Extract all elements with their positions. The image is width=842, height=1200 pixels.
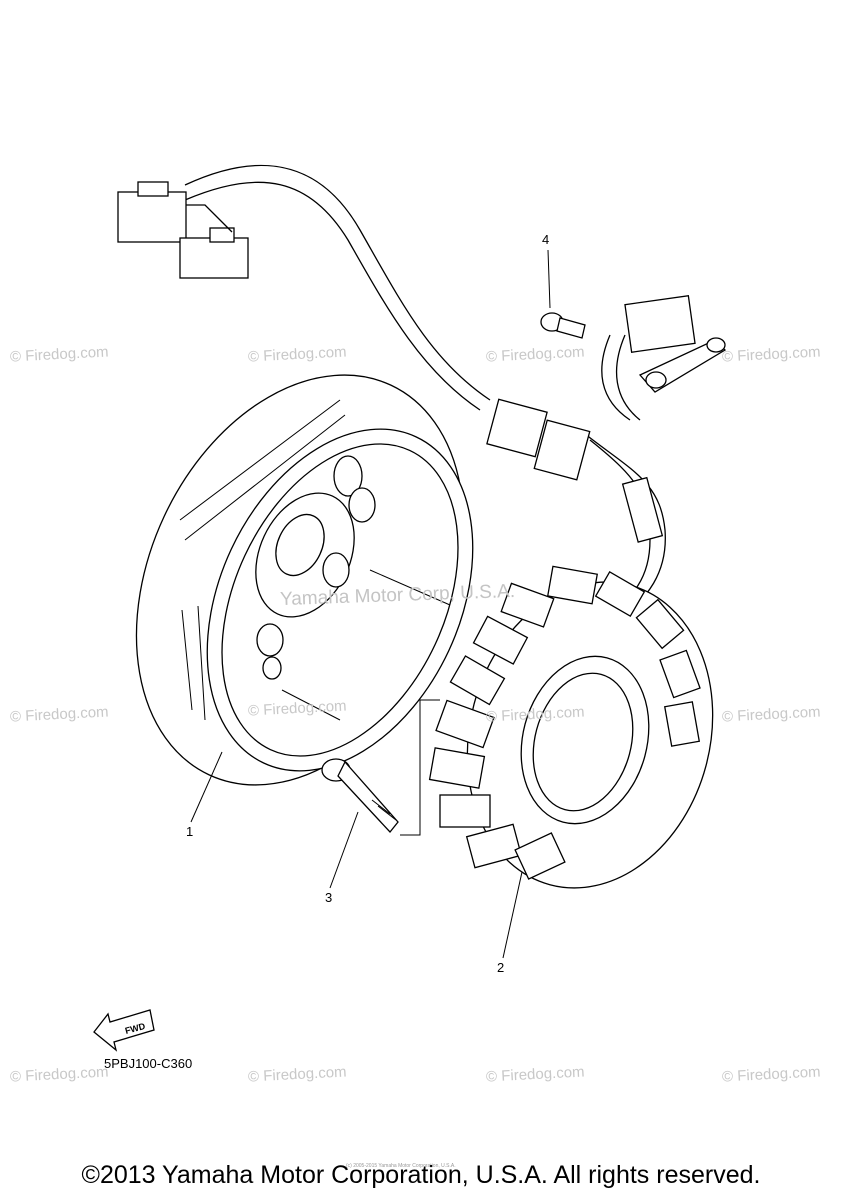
copyright-notice: ©2013 Yamaha Motor Corporation, U.S.A. A…	[81, 1161, 761, 1189]
pickup-coil	[624, 295, 727, 393]
callout-1: 1	[186, 824, 194, 839]
wire-harness	[184, 164, 666, 626]
rotor	[135, 374, 474, 786]
screw-4	[540, 312, 586, 339]
stator-poles	[428, 565, 701, 880]
leader-lines	[190, 249, 551, 959]
callout-4: 4	[542, 232, 550, 247]
diagram-code: 5PBJ100-C360	[104, 1056, 193, 1071]
fwd-arrow-icon: FWD	[93, 1009, 155, 1052]
bolt-3	[321, 758, 399, 833]
fine-print: (c) 2005-2015 Yamaha Motor Corporation, …	[346, 1163, 456, 1169]
callout-3: 3	[325, 890, 333, 905]
stator	[428, 565, 714, 889]
callout-2: 2	[497, 960, 505, 975]
coupler-connectors	[117, 181, 249, 279]
inline-coupler	[486, 398, 591, 481]
